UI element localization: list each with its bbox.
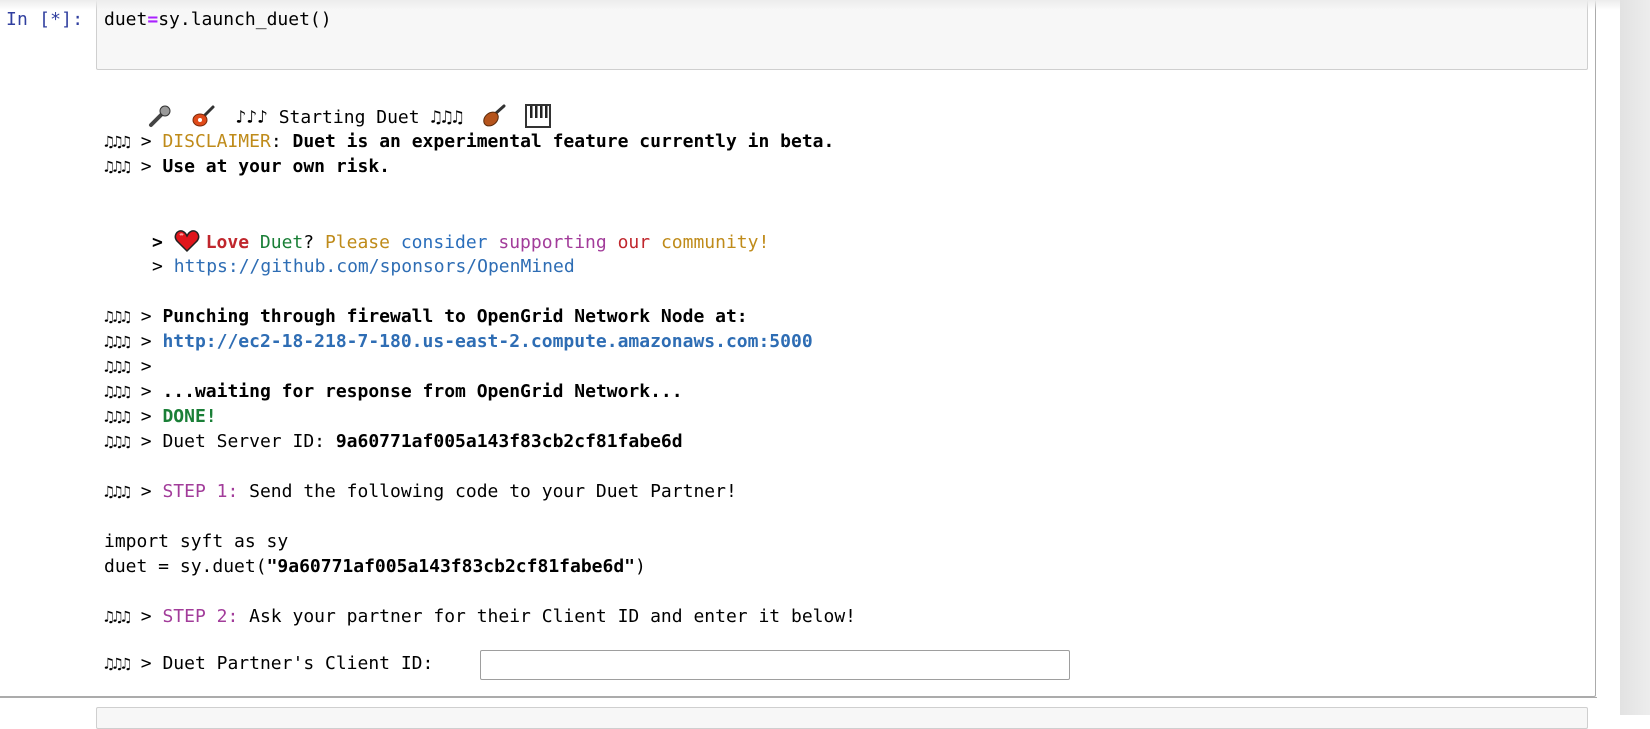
arrow: > (140, 156, 152, 177)
notes-prefix: ♫♫♫ (104, 307, 131, 326)
next-code-cell[interactable] (96, 707, 1588, 729)
notes-prefix: ♫♫♫ (104, 157, 131, 176)
microphone-icon (149, 105, 171, 127)
community-word: community! (660, 232, 770, 253)
violin-icon (483, 104, 506, 127)
duet-call-close: ) (635, 556, 646, 577)
arrow: > (140, 606, 152, 627)
code-snippet-line-2: duet = sy.duet("9a60771af005a143f83cb2cf… (104, 554, 646, 579)
waiting-line: ♫♫♫ > ...waiting for response from OpenG… (104, 379, 683, 404)
cell-prompt: In [*]: (6, 9, 84, 30)
duet-word: Duet (259, 232, 304, 253)
sponsor-url-line: > https://github.com/sponsors/OpenMined (152, 254, 575, 279)
empty-line: ♫♫♫ > (104, 354, 152, 379)
step1-text: Send the following code to your Duet Par… (238, 481, 737, 502)
step2-label: STEP 2: (162, 606, 239, 627)
step1-line: ♫♫♫ > STEP 1: Send the following code to… (104, 479, 737, 504)
code-call: sy.launch_duet() (158, 9, 332, 30)
colon: : (270, 131, 282, 152)
code-variable: duet (104, 9, 148, 30)
piano-icon (524, 104, 551, 128)
our-word: our (617, 232, 651, 253)
question-mark: ? (303, 232, 315, 253)
guitar-icon (192, 105, 215, 127)
duet-call-arg: "9a60771af005a143f83cb2cf81fabe6d" (266, 556, 636, 577)
supporting-word: supporting (498, 232, 607, 253)
arrow: > (140, 131, 152, 152)
arrow: > (140, 653, 152, 674)
arrow: > (140, 331, 152, 352)
server-id-label: Duet Server ID: (162, 431, 336, 452)
code-line: duet=sy.launch_duet() (104, 9, 332, 30)
notebook-cell[interactable] (0, 0, 1596, 697)
step1-label: STEP 1: (162, 481, 239, 502)
love-word: Love (205, 232, 250, 253)
notes-prefix: ♫♫♫ (104, 332, 131, 351)
notes-prefix: ♫♫♫ (104, 382, 131, 401)
arrow: > (140, 381, 152, 402)
arrow: > (152, 232, 163, 253)
step2-text: Ask your partner for their Client ID and… (238, 606, 857, 627)
code-operator: = (147, 9, 159, 30)
notes-prefix: ♫♫♫ (104, 357, 131, 376)
done-status: DONE! (162, 406, 217, 427)
punching-text: Punching through firewall to OpenGrid Ne… (162, 306, 748, 327)
client-id-line: ♫♫♫ > Duet Partner's Client ID: (104, 651, 433, 676)
please-word: Please (324, 232, 390, 253)
network-node-link[interactable]: http://ec2-18-218-7-180.us-east-2.comput… (162, 331, 813, 352)
network-url-line: ♫♫♫ > http://ec2-18-218-7-180.us-east-2.… (104, 329, 813, 354)
arrow: > (140, 481, 152, 502)
disclaimer-label: DISCLAIMER (162, 131, 271, 152)
scrollbar-gutter[interactable] (1620, 0, 1650, 715)
arrow: > (140, 431, 152, 452)
disclaimer-line: ♫♫♫ > DISCLAIMER: Duet is an experimenta… (104, 129, 834, 154)
notes-prefix: ♫♫♫ (104, 132, 131, 151)
banner-line: ♪♪♪ Starting Duet ♫♫♫ (104, 79, 563, 155)
step2-line: ♫♫♫ > STEP 2: Ask your partner for their… (104, 604, 856, 629)
risk-text: Use at your own risk. (162, 156, 391, 177)
consider-word: consider (400, 232, 488, 253)
code-snippet-line-1: import syft as sy (104, 529, 288, 554)
notes-prefix: ♫♫♫ (104, 482, 131, 501)
client-id-input[interactable] (480, 650, 1070, 680)
arrow: > (140, 406, 152, 427)
arrow: > (152, 256, 163, 277)
code-input-area[interactable]: duet=sy.launch_duet() (96, 0, 1588, 70)
sponsor-line: > Love Duet? Please consider supporting … (152, 229, 769, 255)
sponsor-link[interactable]: https://github.com/sponsors/OpenMined (173, 256, 575, 277)
arrow: > (140, 356, 152, 377)
server-id-line: ♫♫♫ > Duet Server ID: 9a60771af005a143f8… (104, 429, 683, 454)
heart-icon (174, 230, 200, 253)
cell-divider (0, 697, 1597, 698)
notes-prefix: ♫♫♫ (104, 407, 131, 426)
client-id-label: Duet Partner's Client ID: (162, 653, 434, 674)
risk-line: ♫♫♫ > Use at your own risk. (104, 154, 390, 179)
notes-prefix: ♫♫♫ (104, 607, 131, 626)
notes-prefix: ♫♫♫ (104, 654, 131, 673)
waiting-text: ...waiting for response from OpenGrid Ne… (162, 381, 683, 402)
banner-text: ♪♪♪ Starting Duet ♫♫♫ (235, 107, 463, 128)
notes-prefix: ♫♫♫ (104, 432, 131, 451)
punching-line: ♫♫♫ > Punching through firewall to OpenG… (104, 304, 748, 329)
done-line: ♫♫♫ > DONE! (104, 404, 217, 429)
duet-call-code: duet = sy.duet( (104, 556, 267, 577)
disclaimer-text: Duet is an experimental feature currentl… (281, 131, 835, 152)
arrow: > (140, 306, 152, 327)
import-code: import syft as sy (104, 531, 289, 552)
server-id-value: 9a60771af005a143f83cb2cf81fabe6d (335, 431, 683, 452)
